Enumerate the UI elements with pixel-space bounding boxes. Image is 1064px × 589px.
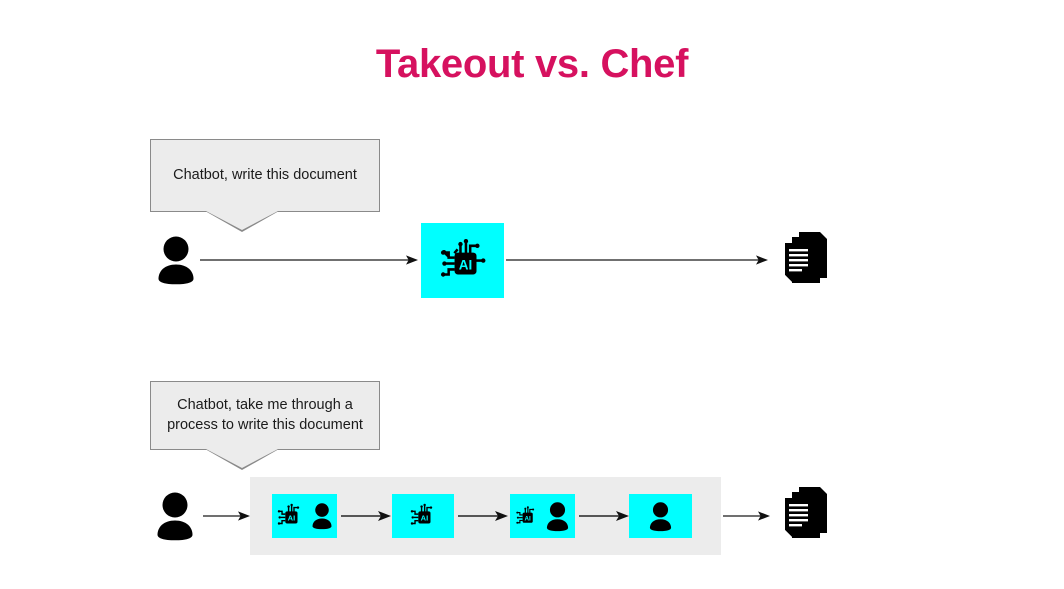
arrow-step1-to-step2 (341, 510, 391, 522)
document-stack-icon (781, 487, 831, 545)
svg-text:AI: AI (524, 515, 531, 522)
arrow-person-to-ai (200, 254, 418, 266)
arrow-step2-to-step3 (458, 510, 508, 522)
arrow-process-to-document (723, 510, 770, 522)
svg-text:AI: AI (421, 514, 429, 523)
ai-chip-icon: AI (277, 503, 299, 525)
svg-text:AI: AI (458, 257, 472, 272)
speech-bubble-chef-text: Chatbot, take me through a process to wr… (167, 397, 363, 433)
speech-bubble-takeout-text: Chatbot, write this document (173, 166, 357, 183)
svg-text:AI: AI (287, 514, 295, 523)
document-stack-icon (781, 232, 831, 290)
person-icon (312, 503, 331, 530)
process-step-ai-and-larger-person: AI (510, 494, 575, 538)
speech-bubble-chef: Chatbot, take me through a process to wr… (150, 381, 380, 470)
process-step-ai-only: AI (392, 494, 454, 538)
person-icon (649, 501, 672, 531)
speech-bubble-takeout: Chatbot, write this document (150, 139, 380, 232)
ai-chip-icon: AI (515, 505, 534, 524)
arrow-ai-to-document (506, 254, 768, 266)
arrow-step3-to-step4 (579, 510, 629, 522)
person-icon (152, 235, 200, 285)
person-icon (546, 501, 568, 531)
person-icon (151, 491, 199, 541)
arrow-person-to-process (203, 510, 250, 522)
ai-chip-icon: AI (440, 238, 485, 277)
ai-processor-tile: AI (421, 223, 504, 298)
process-step-person-only (629, 494, 692, 538)
page-title: Takeout vs. Chef (375, 42, 689, 86)
ai-chip-icon: AI (410, 503, 433, 525)
speech-bubble-tail-fill-icon (206, 449, 278, 468)
process-step-ai-and-person: AI (272, 494, 337, 538)
speech-bubble-tail-fill-icon (206, 211, 278, 230)
